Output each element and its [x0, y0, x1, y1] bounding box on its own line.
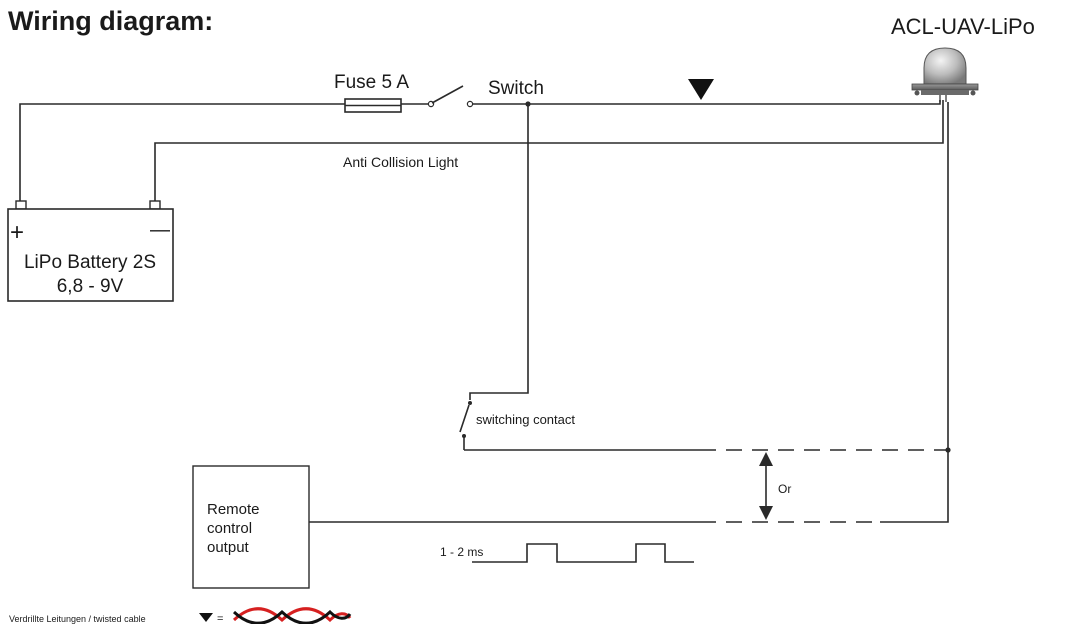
- negative-wire: [154, 100, 944, 201]
- twisted-cable-marker: [688, 79, 714, 100]
- fuse-label: Fuse 5 A: [334, 72, 409, 93]
- anti-collision-light-device: [911, 47, 979, 102]
- battery-name: LiPo Battery 2S: [24, 252, 156, 273]
- switch-label: Switch: [488, 78, 544, 99]
- battery-body: [7, 208, 174, 302]
- battery-negative-terminal: [149, 200, 161, 210]
- battery-minus-sign: —: [150, 219, 170, 241]
- or-arrow-head-down: [759, 506, 773, 520]
- pulse-label: 1 - 2 ms: [440, 545, 483, 559]
- lipo-battery: + — LiPo Battery 2S 6,8 - 9V: [7, 200, 174, 302]
- battery-plus-sign: +: [10, 219, 24, 246]
- switching-contact-lever: [459, 404, 470, 433]
- twisted-wire-red: [232, 607, 352, 623]
- switching-contact-upper: [468, 401, 472, 405]
- pulse-waveform: [472, 543, 694, 563]
- switched-positive-wire: [473, 100, 941, 105]
- or-arrow-head-up: [759, 452, 773, 466]
- legend-marker: [199, 613, 213, 622]
- remote-line-2: control: [207, 520, 252, 537]
- switch-contact-right: [466, 100, 474, 108]
- switch-lever: [431, 85, 464, 104]
- switching-contact-label: switching contact: [476, 412, 575, 427]
- twisted-wire-black: [232, 609, 352, 624]
- remote-line-1: Remote: [207, 501, 260, 518]
- control-wire: [469, 104, 529, 400]
- battery-positive-terminal: [15, 200, 27, 210]
- legend-equals: =: [217, 613, 223, 624]
- remote-control-box: [192, 465, 310, 589]
- legend-text: Verdrillte Leitungen / twisted cable: [9, 614, 146, 624]
- or-label: Or: [778, 482, 791, 496]
- positive-wire: [19, 103, 345, 201]
- anti-collision-label: Anti Collision Light: [343, 154, 458, 170]
- battery-voltage: 6,8 - 9V: [57, 276, 124, 297]
- diagram-title: Wiring diagram:: [8, 6, 213, 36]
- remote-line-3: output: [207, 539, 250, 556]
- device-label: ACL-UAV-LiPo: [891, 14, 1035, 39]
- signal-wire: [880, 102, 949, 523]
